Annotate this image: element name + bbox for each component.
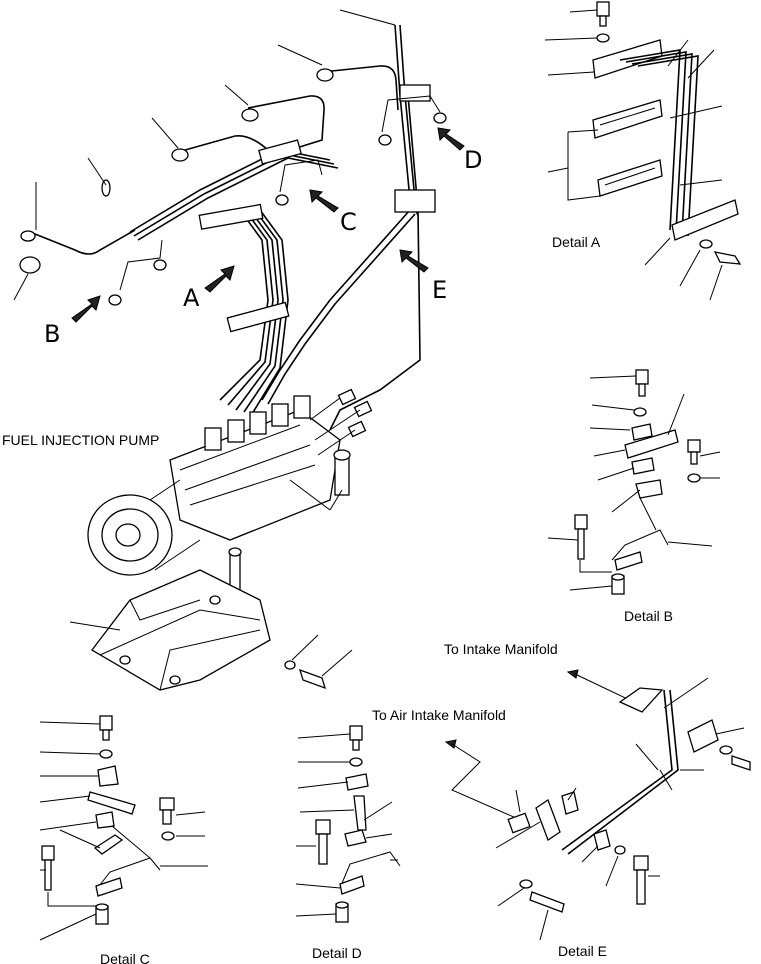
detail-c-label: Detail C <box>100 951 150 964</box>
detail-b-drawing <box>547 369 721 595</box>
view-letter-a: A <box>183 284 200 312</box>
view-letter-d: D <box>464 146 482 174</box>
view-letter-e: E <box>432 276 447 304</box>
detail-d-drawing <box>295 725 401 923</box>
view-arrows <box>71 127 465 323</box>
view-letter-c: C <box>340 208 357 236</box>
detail-d-label: Detail D <box>312 945 362 961</box>
detail-e-drawing <box>444 669 751 941</box>
injection-lines <box>29 24 436 431</box>
detail-e-label: Detail E <box>558 943 607 959</box>
detail-b-label: Detail B <box>624 608 673 624</box>
pump-label: FUEL INJECTION PUMP <box>2 432 159 448</box>
detail-a-drawing <box>544 1 742 301</box>
main-leader-lines <box>13 9 396 301</box>
detail-c-drawing <box>39 715 208 941</box>
view-letter-b: B <box>44 320 60 348</box>
fuel-injection-pump <box>87 388 373 591</box>
detail-a-label: Detail A <box>552 234 601 250</box>
nozzle-connectors <box>19 68 447 306</box>
to-intake-manifold-label: To Intake Manifold <box>444 641 558 657</box>
to-air-intake-manifold-label: To Air Intake Manifold <box>372 707 506 723</box>
pump-bracket <box>69 569 353 691</box>
